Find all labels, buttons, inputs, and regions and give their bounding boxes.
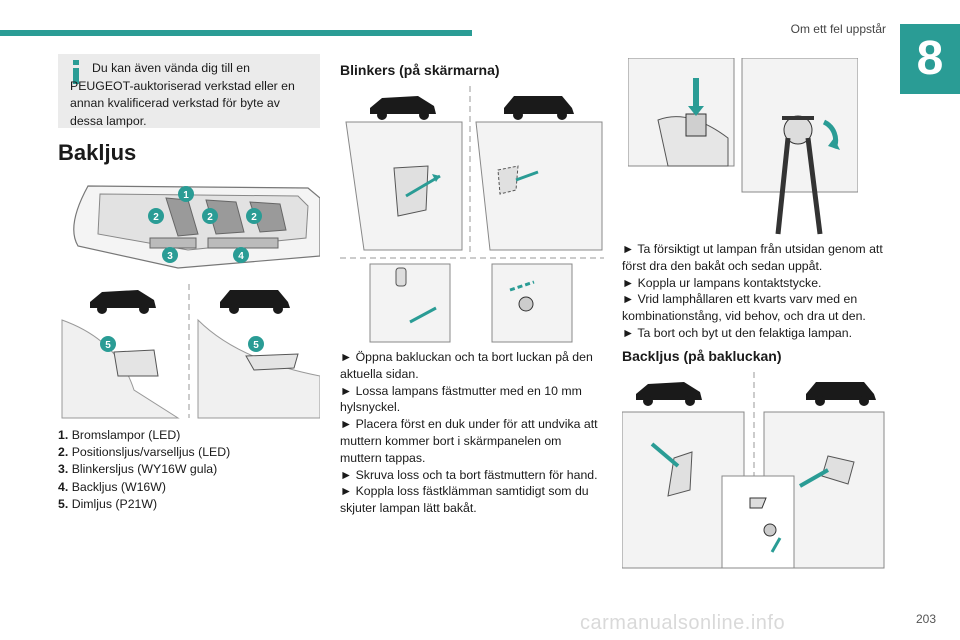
callout-3: [162, 247, 178, 263]
step-item: ► Ta bort och byt ut den felaktiga lampa…: [622, 325, 853, 340]
reversing-light-illustration: [622, 372, 886, 572]
chapter-tab: 8: [900, 24, 960, 94]
lamp-steps: ► Ta försiktigt ut lampan från utsidan g…: [622, 241, 888, 342]
info-text: Du kan även vända dig till en PEUGEOT-au…: [70, 61, 295, 128]
callout-2-label: 2: [251, 212, 257, 223]
car-wagon-icon: [220, 290, 290, 314]
car-suv-icon: [370, 96, 436, 120]
fog-light-illustration: 5 5: [58, 280, 320, 422]
callout-1-label: 1: [183, 190, 189, 201]
taillight-illustration: 1 2 2 2 3 4: [58, 176, 320, 274]
page-number: 203: [915, 612, 936, 626]
step-item: ► Koppla ur lampans kontaktstycke.: [622, 275, 822, 290]
callout-1: [178, 186, 194, 202]
blinker-steps: ► Öppna bakluckan och ta bort luckan på …: [340, 349, 606, 517]
step-item: ► Koppla loss fästklämman samtidigt som …: [340, 484, 589, 516]
callout-5: [100, 336, 116, 352]
step-item: ► Lossa lampans fästmutter med en 10 mm …: [340, 383, 582, 415]
watermark: carmanualsonline.info: [580, 612, 786, 634]
info-icon: [73, 60, 79, 84]
callout-2: [202, 208, 218, 224]
info-box: Du kan även vända dig till en PEUGEOT-au…: [58, 54, 320, 128]
callout-4-label: 4: [238, 251, 244, 262]
legend-item: 1. Bromslampor (LED): [58, 428, 181, 442]
car-suv-icon: [90, 290, 156, 314]
callout-5-label: 5: [253, 340, 259, 351]
step-item: ► Ta försiktigt ut lampan från utsidan g…: [622, 242, 883, 273]
callout-2-label: 2: [207, 212, 213, 223]
legend-item: 4. Backljus (W16W): [58, 479, 166, 494]
step-item: ► Vrid lamphållaren ett kvarts varv med …: [622, 292, 866, 324]
section-title-blinkers: Blinkers (på skärmarna): [340, 62, 500, 78]
callout-2: [148, 208, 164, 224]
callout-5-label: 5: [105, 340, 111, 351]
legend-item: 5. Dimljus (P21W): [58, 496, 158, 511]
bulb-removal-illustration: [628, 58, 858, 238]
callout-2-label: 2: [153, 212, 159, 223]
callout-4: [233, 247, 249, 263]
step-item: ► Placera först en duk under för att und…: [340, 417, 598, 465]
step-item: ► Öppna bakluckan och ta bort luckan på …: [340, 350, 593, 381]
legend-item: 2. Positionsljus/varselljus (LED): [58, 445, 231, 460]
car-wagon-icon: [504, 96, 574, 120]
bulb-legend: 1. Bromslampor (LED) 2. Positionsljus/va…: [58, 427, 328, 513]
section-title-backljus: Backljus (på bakluckan): [622, 348, 782, 364]
car-wagon-icon: [806, 382, 876, 406]
car-suv-icon: [636, 382, 702, 406]
legend-item: 3. Blinkersljus (WY16W gula): [58, 462, 218, 477]
blinker-illustration: [340, 86, 604, 344]
section-title-bakljus: Bakljus: [58, 140, 137, 165]
callout-3-label: 3: [167, 251, 173, 262]
section-header: Om ett fel uppstår: [790, 22, 886, 36]
callout-2: [246, 208, 262, 224]
header-accent-bar: [0, 30, 472, 36]
callout-5: [248, 336, 264, 352]
step-item: ► Skruva loss och ta bort fästmuttern fö…: [340, 467, 598, 482]
